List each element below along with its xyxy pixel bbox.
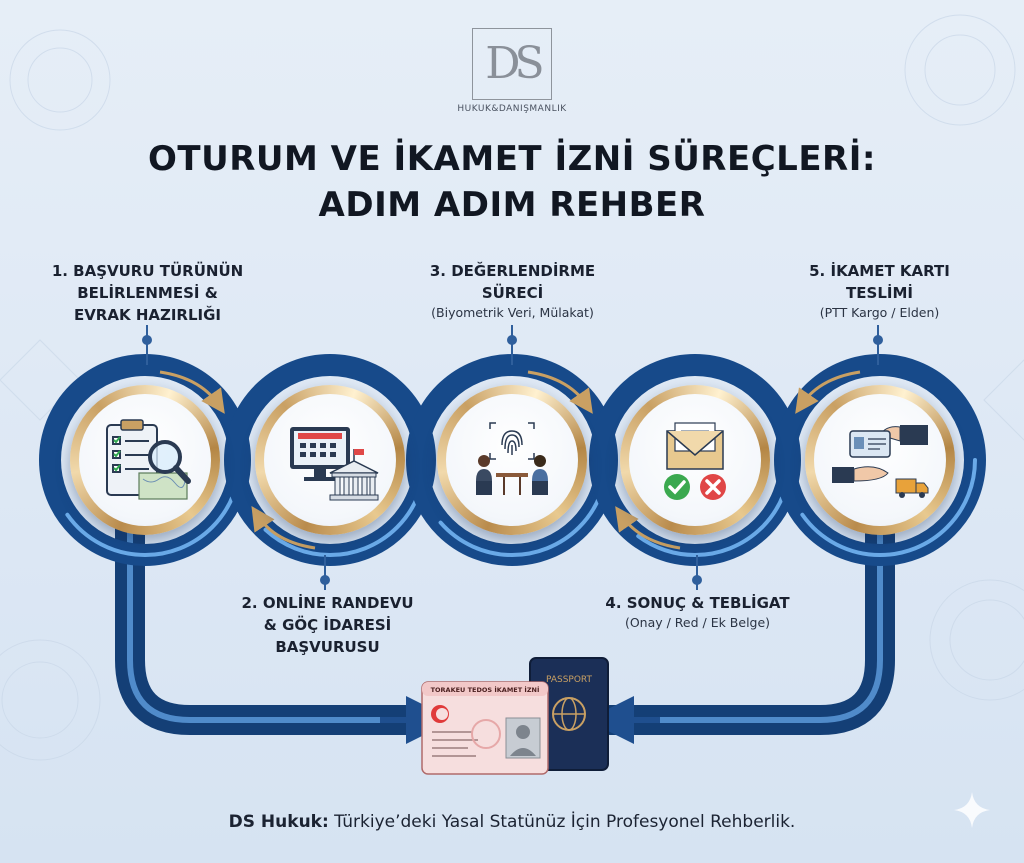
step-5-title: 5. İKAMET KARTI TESLİMİ: [752, 260, 1007, 304]
residence-card-title: TORAKEU TEDOS İKAMET İZNİ: [431, 685, 540, 694]
residence-card-icon: TORAKEU TEDOS İKAMET İZNİ: [421, 681, 549, 775]
sparkle-icon: [954, 792, 990, 828]
step-3-subtitle: (Biyometrik Veri, Mülakat): [431, 305, 594, 320]
step-4-line-1: 4. SONUÇ & TEBLİGAT: [605, 594, 790, 612]
step-4-title: 4. SONUÇ & TEBLİGAT: [570, 592, 825, 614]
calendar-computer-building-icon: [290, 427, 379, 501]
step-1-title: 1. BAŞVURU TÜRÜNÜN BELİRLENMESİ & EVRAK …: [20, 260, 275, 326]
step-5-subtitle: (PTT Kargo / Elden): [819, 305, 940, 320]
page-title: OTURUM VE İKAMET İZNİ SÜREÇLERİ: ADIM AD…: [60, 136, 964, 228]
logo-subtitle: HUKUK&DANIŞMANLIK: [457, 104, 567, 114]
step-3-line-2: SÜRECİ: [481, 284, 544, 302]
step-1-circle: [70, 385, 220, 535]
footer-brand: DS Hukuk:: [228, 812, 329, 832]
envelope-approve-reject-icon: [664, 422, 726, 500]
step-5-circle: [805, 385, 955, 535]
footer-text: Türkiye’deki Yasal Statünüz İçin Profesy…: [328, 812, 796, 832]
passport-label: PASSPORT: [546, 675, 593, 685]
documents-illustration: PASSPORT TORAKEU TEDOS İKAMET İZNİ: [421, 657, 609, 775]
step-4-circle: [620, 385, 770, 535]
brand-logo: DS: [472, 28, 552, 100]
logo-letters: DS: [485, 38, 544, 89]
step-1-line-3: EVRAK HAZIRLIĞI: [73, 306, 222, 324]
step-2-line-2: & GÖÇ İDARESİ: [263, 616, 392, 634]
step-4-subtitle: (Onay / Red / Ek Belge): [624, 615, 771, 630]
footer-tagline: DS Hukuk: Türkiye’deki Yasal Statünüz İç…: [0, 812, 1024, 832]
clipboard-checklist-magnifier-icon: [106, 419, 191, 500]
step-3-circle: [437, 385, 587, 535]
step-1-line-1: 1. BAŞVURU TÜRÜNÜN: [51, 262, 244, 280]
title-line-1: OTURUM VE İKAMET İZNİ SÜREÇLERİ:: [148, 139, 876, 179]
step-5-line-2: TESLİMİ: [846, 284, 913, 302]
step-5-line-1: 5. İKAMET KARTI: [809, 262, 950, 280]
title-line-2: ADIM ADIM REHBER: [318, 185, 706, 225]
fingerprint-interview-icon: [476, 422, 548, 495]
step-3-title: 3. DEĞERLENDİRME SÜRECİ: [385, 260, 640, 304]
step-3-line-1: 3. DEĞERLENDİRME: [429, 262, 596, 280]
step-2-circle: [255, 385, 405, 535]
step-2-title: 2. ONLİNE RANDEVU & GÖÇ İDARESİ BAŞVURUS…: [200, 592, 455, 658]
step-2-line-1: 2. ONLİNE RANDEVU: [241, 594, 414, 612]
step-2-line-3: BAŞVURUSU: [275, 638, 380, 656]
card-handover-delivery-icon: [832, 425, 929, 498]
step-1-line-2: BELİRLENMESİ &: [77, 284, 218, 302]
